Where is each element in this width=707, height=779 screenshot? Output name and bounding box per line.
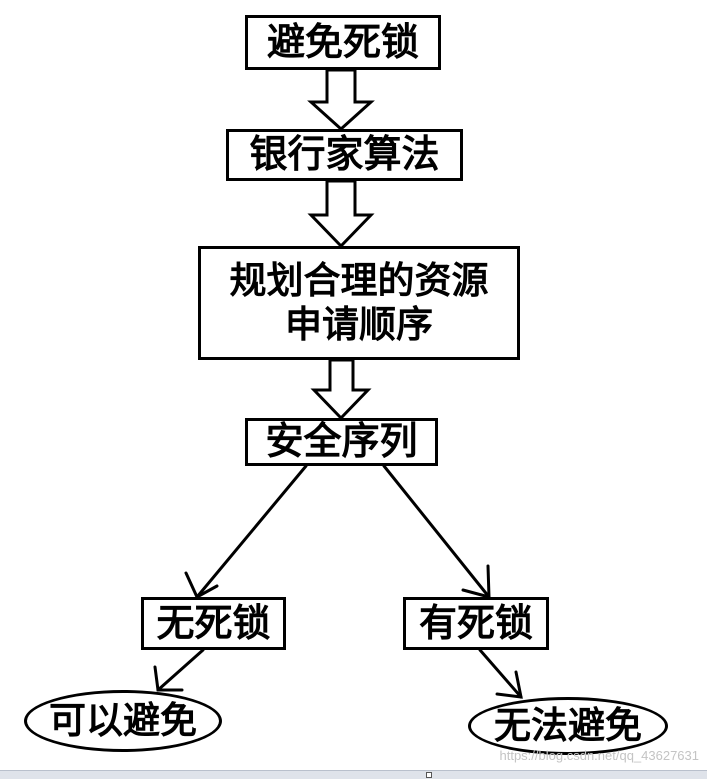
node-can-avoid: 可以避免	[24, 690, 222, 752]
node-avoid-deadlock: 避免死锁	[245, 15, 441, 70]
node-has-deadlock: 有死锁	[403, 597, 549, 650]
node-no-deadlock: 无死锁	[141, 597, 286, 650]
node-has-deadlock-label: 有死锁	[418, 600, 533, 645]
resize-handle-icon[interactable]	[426, 772, 432, 778]
arrow-has-deadlock-to-cannot-avoid	[478, 648, 523, 699]
block-arrow-1	[307, 68, 375, 132]
node-bankers-algorithm-label: 银行家算法	[249, 132, 440, 177]
node-avoid-deadlock-label: 避免死锁	[266, 19, 419, 64]
node-resource-order-line1: 规划合理的资源	[229, 258, 489, 302]
arrow-safe-to-has-deadlock	[382, 464, 491, 599]
node-resource-request-order: 规划合理的资源 申请顺序	[198, 246, 520, 360]
node-cannot-avoid: 无法避免	[468, 697, 668, 755]
arrow-no-deadlock-to-can-avoid	[153, 648, 205, 692]
node-safe-sequence: 安全序列	[245, 418, 438, 466]
arrow-safe-to-no-deadlock	[184, 464, 308, 600]
node-resource-order-line2: 申请顺序	[285, 303, 433, 346]
block-arrow-3	[310, 358, 372, 421]
csdn-watermark: https://blog.csdn.net/qq_43627631	[499, 748, 700, 763]
node-safe-sequence-label: 安全序列	[265, 419, 418, 464]
node-no-deadlock-label: 无死锁	[156, 600, 271, 645]
node-cannot-avoid-label: 无法避免	[494, 703, 642, 747]
block-arrow-2	[307, 179, 375, 249]
node-can-avoid-label: 可以避免	[49, 698, 197, 742]
node-bankers-algorithm: 银行家算法	[226, 129, 463, 181]
